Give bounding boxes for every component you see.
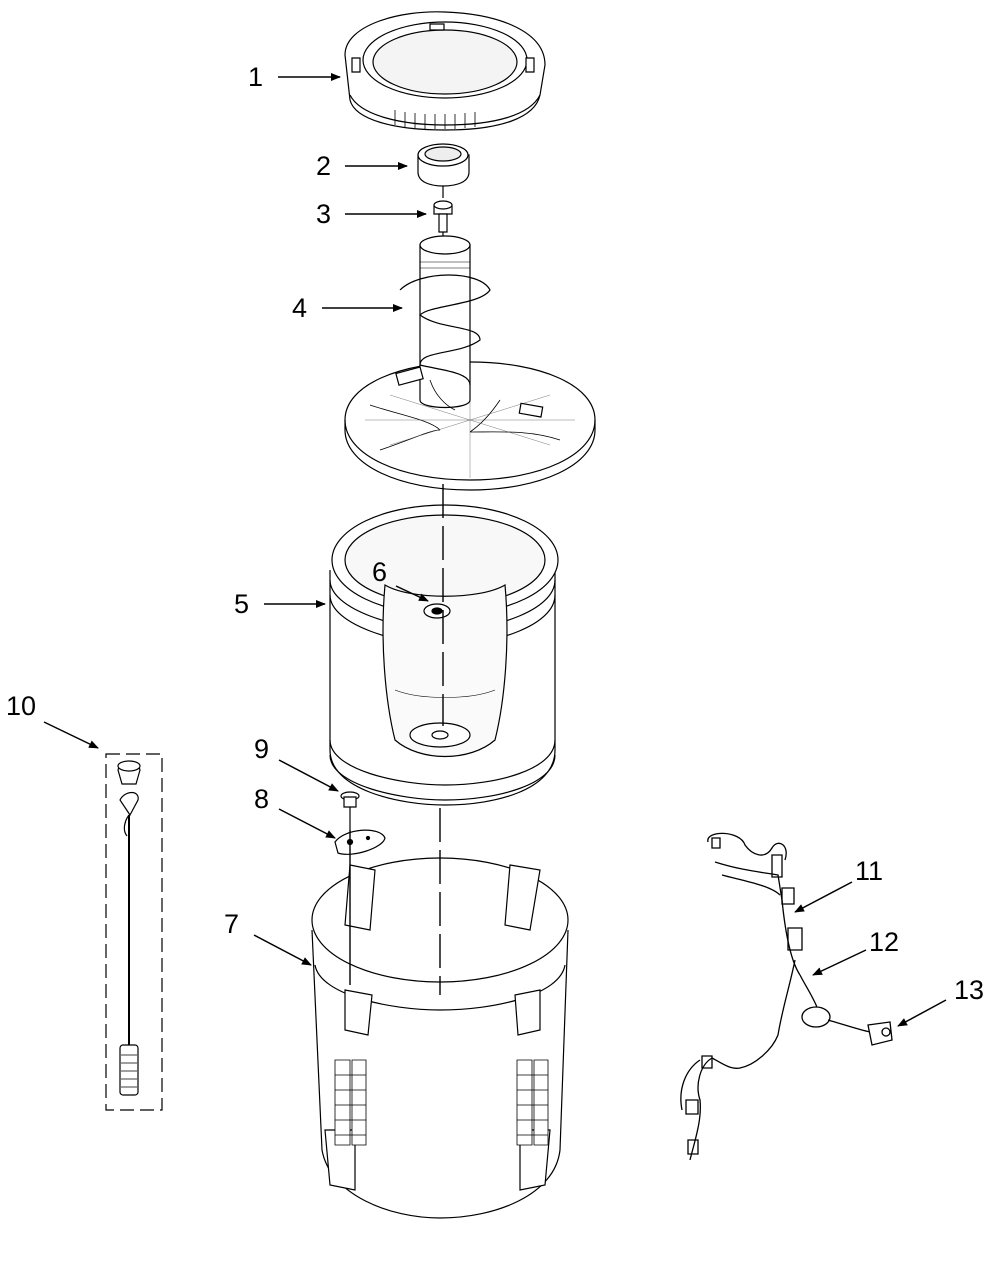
callout-label-3: 3 xyxy=(316,199,332,229)
callout-label-13: 13 xyxy=(954,975,985,1005)
callout-arrow-7 xyxy=(253,934,312,966)
callout-arrow-6 xyxy=(395,585,429,602)
suspension-rod-kit-part xyxy=(106,754,162,1110)
tub-seal-plate-part xyxy=(335,830,385,854)
callout-label-8: 8 xyxy=(254,784,270,814)
callout-arrow-8 xyxy=(278,808,336,839)
callout-label-9: 9 xyxy=(254,734,270,764)
callout-arrow-9 xyxy=(278,759,339,792)
callout-label-5: 5 xyxy=(234,589,250,619)
agitator-bolt-part xyxy=(434,201,452,244)
basket-drive-hub-part xyxy=(424,604,450,618)
basket-screw-part xyxy=(341,792,359,830)
callout-arrow-11 xyxy=(794,881,853,913)
callout-label-6: 6 xyxy=(372,557,388,587)
callout-label-10: 10 xyxy=(6,691,37,721)
callout-label-7: 7 xyxy=(224,909,240,939)
callout-label-4: 4 xyxy=(292,293,308,323)
callout-arrows xyxy=(43,73,947,1027)
agitator-cap-part xyxy=(418,144,469,198)
wire-harness-part xyxy=(681,833,892,1160)
callout-arrow-10 xyxy=(43,721,99,749)
assembly-centerline xyxy=(439,484,444,995)
callout-label-1: 1 xyxy=(248,62,264,92)
callout-arrow-13 xyxy=(897,999,947,1027)
agitator-part xyxy=(345,236,595,490)
callout-arrow-12 xyxy=(812,949,867,976)
callout-label-11: 11 xyxy=(855,856,884,886)
callout-label-12: 12 xyxy=(869,927,900,957)
wash-basket-part xyxy=(330,505,558,805)
outer-tub-part xyxy=(312,830,568,1218)
tub-ring-part xyxy=(345,12,545,130)
callout-label-2: 2 xyxy=(316,151,332,181)
